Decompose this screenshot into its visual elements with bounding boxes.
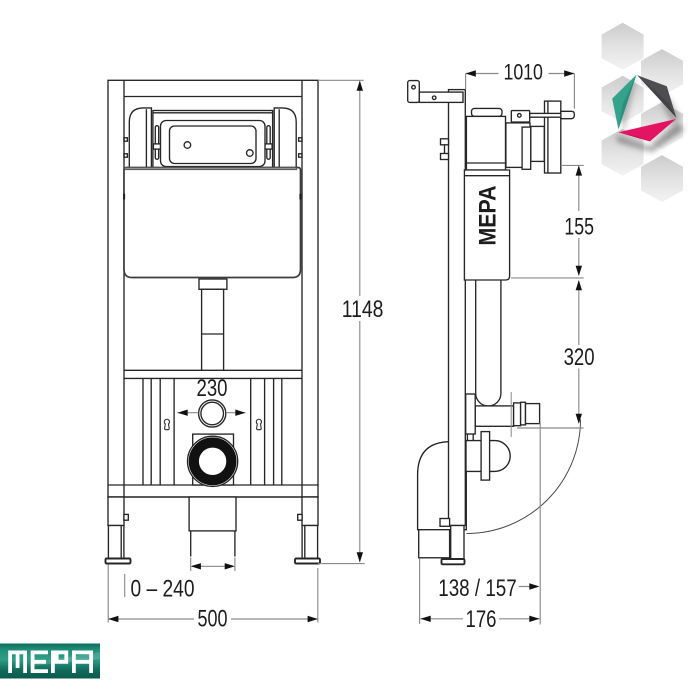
svg-text:320: 320 bbox=[564, 344, 595, 371]
svg-text:1010: 1010 bbox=[503, 60, 543, 85]
svg-text:176: 176 bbox=[466, 606, 497, 633]
svg-text:MEPA: MEPA bbox=[474, 186, 501, 246]
svg-text:138 / 157: 138 / 157 bbox=[438, 575, 517, 602]
svg-text:155: 155 bbox=[564, 213, 594, 240]
svg-text:1148: 1148 bbox=[342, 296, 384, 323]
svg-text:0 – 240: 0 – 240 bbox=[131, 576, 195, 603]
svg-text:230: 230 bbox=[197, 375, 228, 402]
svg-text:500: 500 bbox=[198, 606, 228, 633]
